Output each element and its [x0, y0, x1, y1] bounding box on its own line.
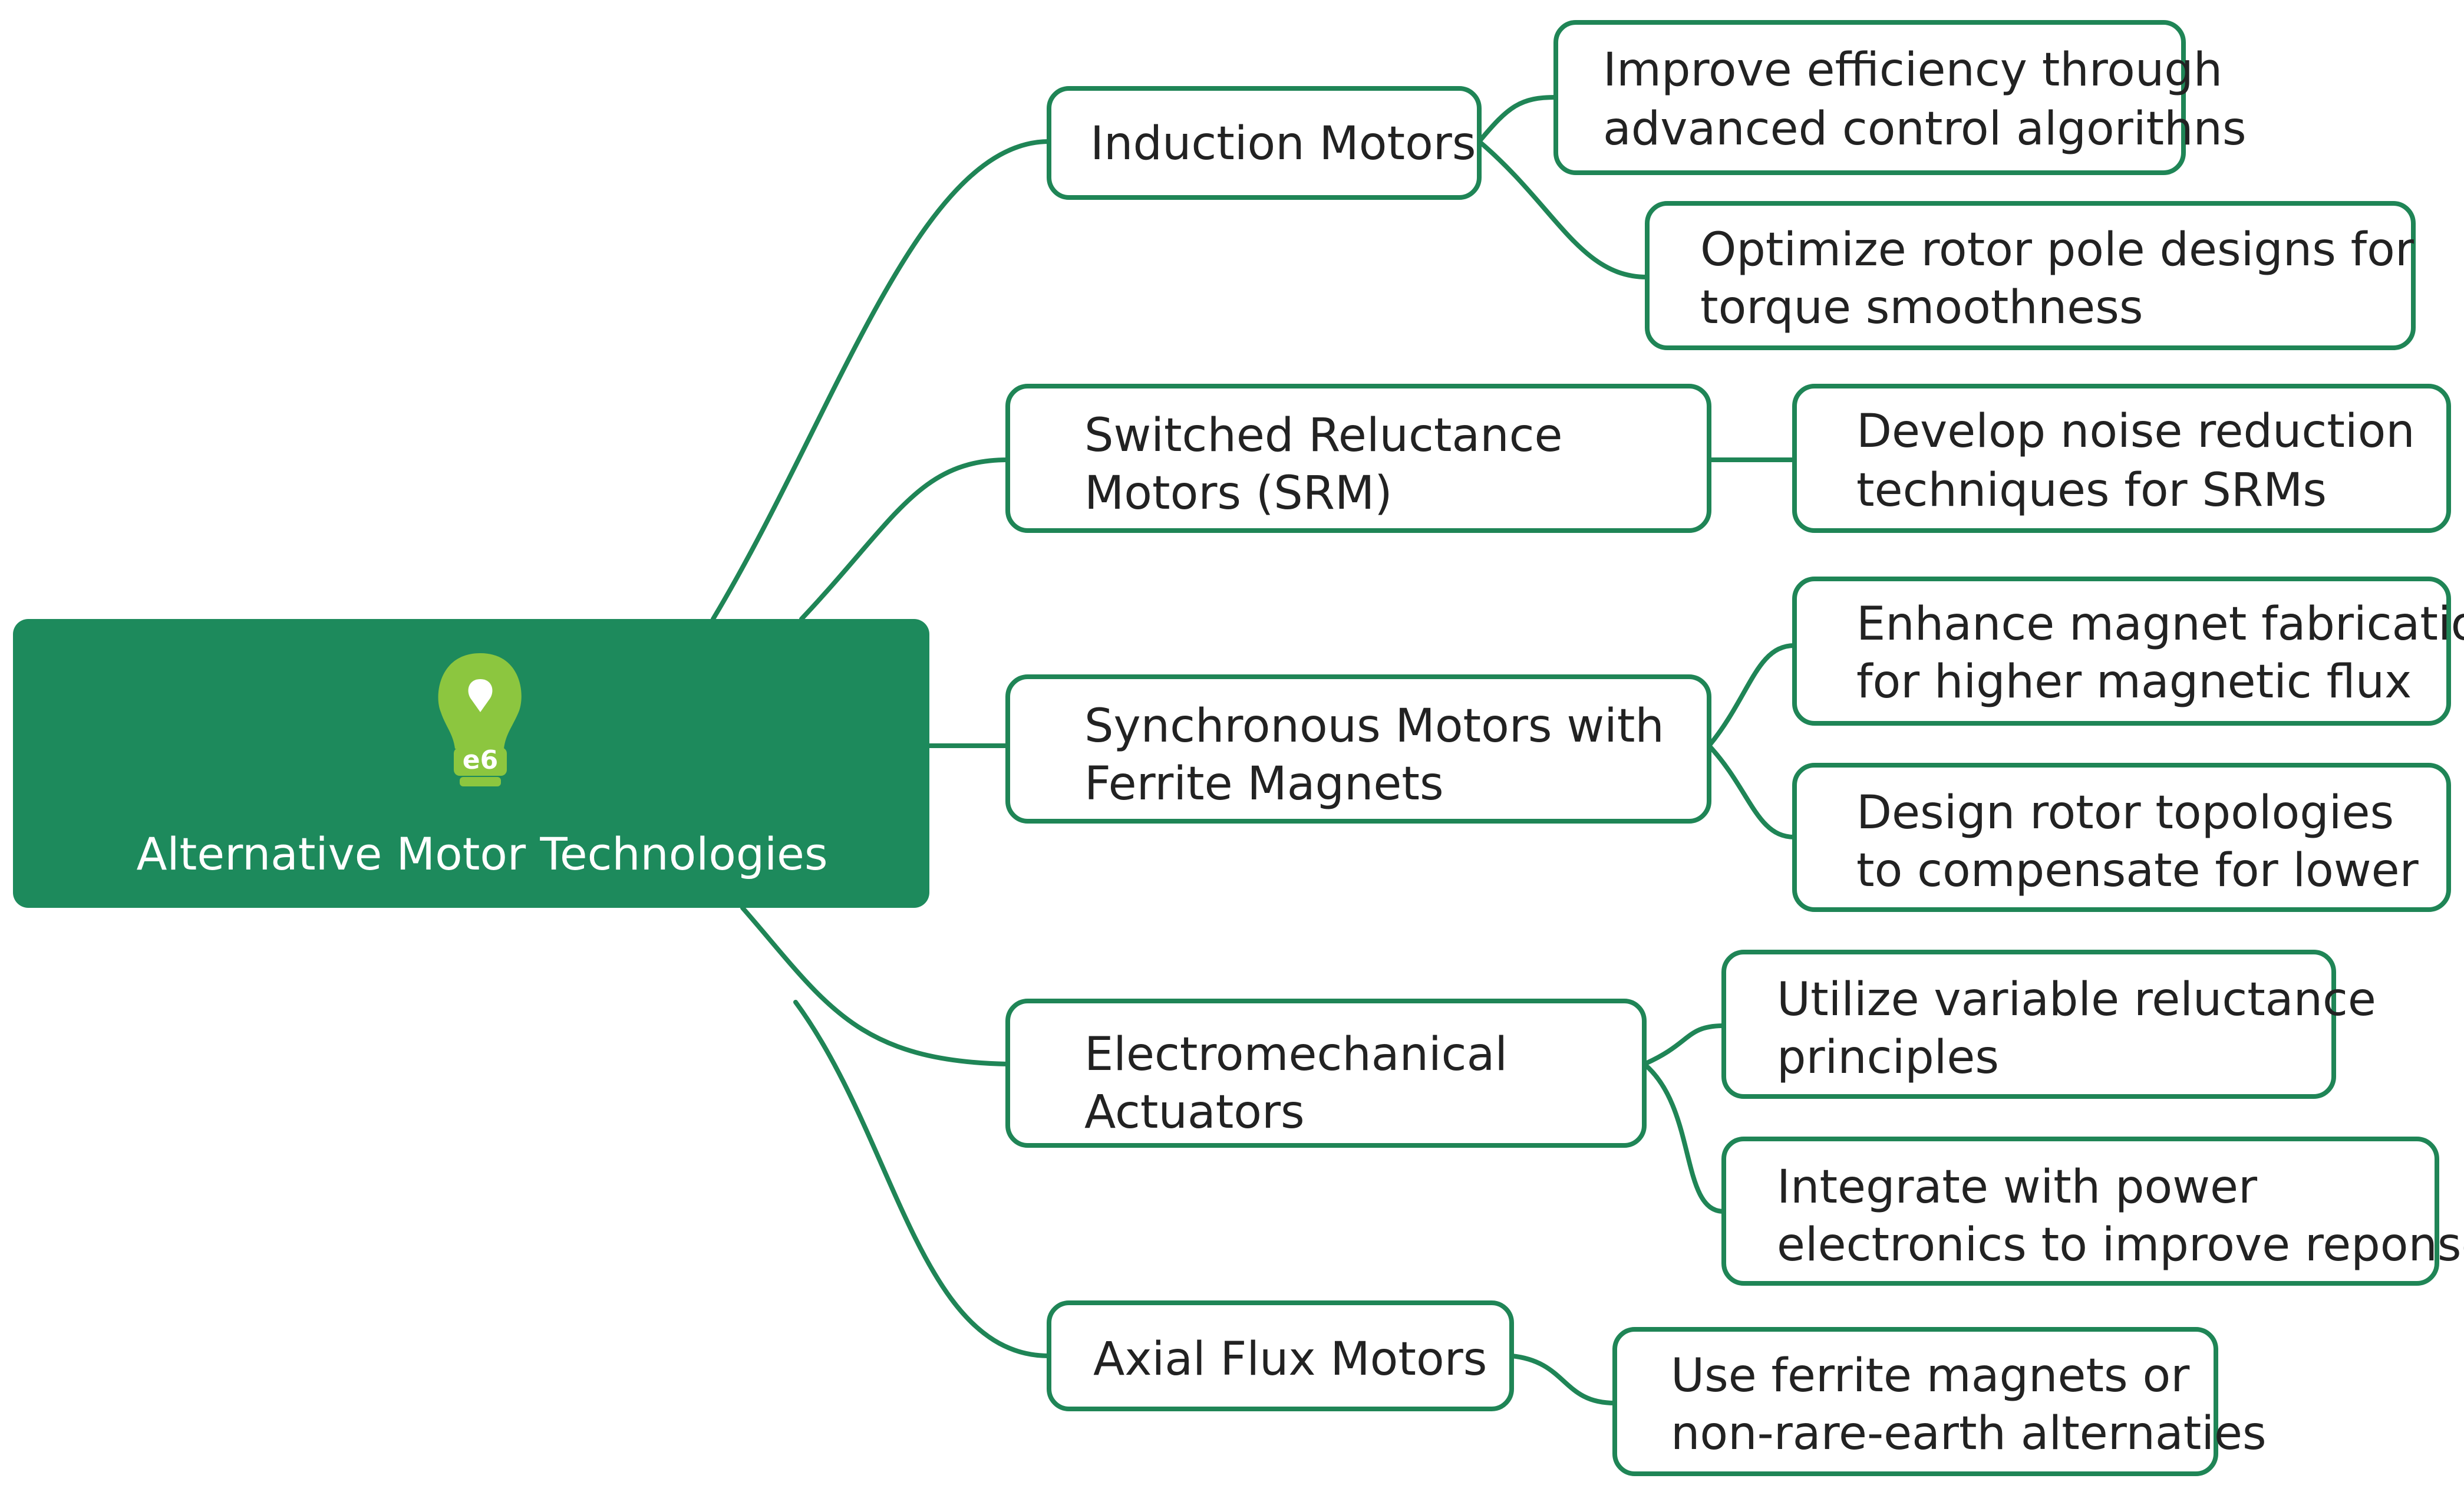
leaf-node-actuators-2: Integrate with power electronics to impr… [1721, 1137, 2464, 1286]
leaf-node-axial-1: Use ferrite magnets or non-rare-earth al… [1612, 1327, 2267, 1476]
leaf-text-line: Enhance magnet fabrication [1856, 598, 2464, 651]
leaf-text-line: non-rare-earth alternaties [1671, 1407, 2267, 1460]
leaf-node-induction-2: Optimize rotor pole designs for torque s… [1645, 201, 2429, 350]
branch-label: Induction Motors [1090, 117, 1476, 170]
connector-synchronous-leaf-1 [1707, 643, 1797, 748]
leaf-text-line: electronics to improve reponse [1777, 1219, 2464, 1272]
connector-synchronous-leaf-2 [1707, 743, 1797, 839]
svg-text:Axial Flux Motors: Axial Flux Motors [1093, 1333, 1487, 1386]
branch-text-line: Actuators [1084, 1086, 1305, 1139]
leaf-text-line: to compensate for lower [1856, 844, 2419, 897]
leaf-text-line: techniques for SRMs [1856, 464, 2327, 517]
svg-text:Optimize rotor pole designs fo: Optimize rotor pole designs for torque s… [1700, 223, 2429, 334]
connector-root-actuators [740, 905, 1010, 1066]
branch-text-line: Motors (SRM) [1084, 467, 1393, 520]
leaf-node-synchronous-2: Design rotor topologies to compensate fo… [1792, 763, 2451, 912]
connector-root-srm [799, 457, 1010, 621]
leaf-text-line: Integrate with power [1777, 1161, 2258, 1214]
branch-node-synchronous: Synchronous Motors with Ferrite Magnets [1005, 674, 1711, 824]
leaf-text-line: Develop noise reduction [1856, 405, 2415, 458]
leaf-text-line: Improve efficiency through [1603, 44, 2222, 97]
connector-root-axial [793, 1000, 1051, 1358]
leaf-text-line: torque smoothness [1700, 281, 2143, 334]
branch-text-line: Electromechanical [1084, 1028, 1508, 1081]
leaf-text-line: Utilize variable reluctance [1777, 973, 2376, 1026]
root-connectors [711, 139, 1051, 1358]
leaf-node-srm-1: Develop noise reduction techniques for S… [1792, 384, 2451, 533]
leaf-node-synchronous-1: Enhance magnet fabrication for higher ma… [1792, 577, 2464, 726]
svg-text:Utilize variable reluctance: Utilize variable reluctance principles [1777, 973, 2391, 1084]
svg-text:Use ferrite magnets or n: Use ferrite magnets or non-rare-earth al… [1671, 1349, 2267, 1460]
branch-label: Axial Flux Motors [1093, 1333, 1487, 1386]
branch-text-line: Switched Reluctance [1084, 409, 1563, 462]
connector-induction-leaf-1 [1477, 95, 1558, 144]
root-title: Alternative Motor Technologies [136, 828, 827, 880]
leaf-text-line: advanced control algorithns [1603, 103, 2247, 156]
svg-text:Electromechanical Actuat: Electromechanical Actuators [1084, 1028, 1522, 1139]
leaf-text-line: Optimize rotor pole designs for [1700, 223, 2414, 276]
root-node: e6 Alternative Motor Technologies [13, 619, 929, 908]
svg-text:e6: e6 [463, 745, 498, 775]
leaf-text-line: Design rotor topologies [1856, 786, 2394, 839]
svg-text:Improve efficiency through: Improve efficiency through advanced cont… [1603, 44, 2247, 156]
leaf-node-actuators-1: Utilize variable reluctance principles [1721, 950, 2391, 1099]
branch-node-induction-motors: Induction Motors [1047, 86, 1482, 200]
svg-text:Induction Motors: Induction Motors [1090, 117, 1476, 170]
branch-text-line: Ferrite Magnets [1084, 758, 1444, 811]
svg-text:Design rotor topologies: Design rotor topologies to compensate fo… [1856, 786, 2419, 897]
svg-text:Integrate with power ele: Integrate with power electronics to impr… [1777, 1161, 2464, 1272]
branch-node-srm: Switched Reluctance Motors (SRM) [1005, 384, 1711, 533]
connector-axial-leaf-1 [1509, 1354, 1617, 1405]
connector-root-induction [711, 139, 1051, 621]
leaf-text-line: principles [1777, 1031, 1999, 1084]
svg-text:Switched Reluctance Moto: Switched Reluctance Motors (SRM) [1084, 409, 1577, 520]
branch-node-axial-flux: Axial Flux Motors [1047, 1300, 1514, 1411]
svg-text:Enhance magnet fabrication: Enhance magnet fabrication for higher ma… [1856, 598, 2464, 709]
connector-actuators-leaf-1 [1642, 1023, 1726, 1066]
connector-actuators-leaf-2 [1642, 1062, 1726, 1214]
branch-text-line: Synchronous Motors with [1084, 700, 1664, 753]
connector-induction-leaf-2 [1477, 139, 1650, 279]
leaf-text-line: Use ferrite magnets or [1671, 1349, 2190, 1402]
svg-text:Develop noise reduction: Develop noise reduction techniques for S… [1856, 405, 2430, 517]
lightbulb-icon: e6 [438, 653, 522, 786]
branch-node-actuators: Electromechanical Actuators [1005, 999, 1647, 1148]
leaf-connectors [1477, 95, 1797, 1405]
leaf-text-line: for higher magnetic flux [1856, 656, 2412, 709]
svg-text:Synchronous Motors with: Synchronous Motors with Ferrite Magnets [1084, 700, 1679, 811]
leaf-node-induction-1: Improve efficiency through advanced cont… [1553, 20, 2247, 175]
